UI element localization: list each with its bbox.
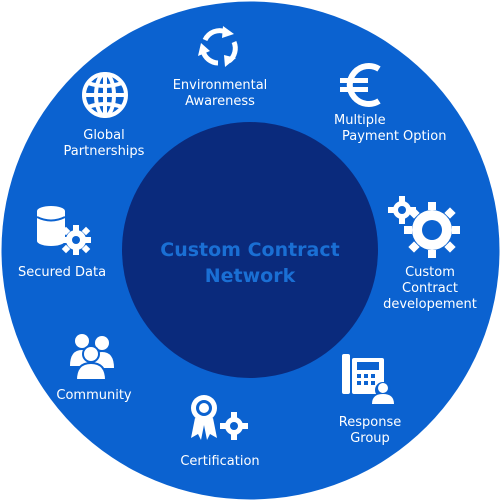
item-environmental-line1: Environmental — [172, 78, 268, 93]
euro-icon — [340, 63, 381, 107]
item-community-label: Community — [56, 388, 132, 403]
item-environmental-line2: Awareness — [185, 94, 255, 109]
item-custom-contract-line1: Custom — [405, 265, 455, 280]
item-payment-line2: Payment Option — [342, 129, 447, 144]
item-secured-data-label: Secured Data — [17, 265, 107, 280]
item-payment-line1: Multiple — [334, 113, 386, 128]
item-response-line2: Group — [350, 431, 390, 446]
center-title-line2: Network — [204, 265, 296, 287]
certificate-gear-icon — [191, 395, 248, 440]
item-global-line2: Partnerships — [63, 144, 145, 159]
item-certification-label: Certification — [180, 454, 260, 469]
item-custom-contract-line3: developement — [383, 297, 477, 312]
inner-circle — [122, 122, 378, 378]
item-response-line1: Response — [338, 415, 402, 430]
item-global-line1: Global — [83, 128, 125, 143]
phone-user-icon — [342, 354, 394, 404]
recycle-arrows-icon — [198, 26, 238, 67]
globe-icon — [82, 72, 128, 118]
database-gear-icon — [36, 206, 91, 255]
gears-icon — [388, 196, 460, 258]
people-icon — [70, 334, 114, 380]
item-custom-contract-line2: Contract — [402, 281, 458, 296]
center-title-line1: Custom Contract — [160, 239, 340, 261]
